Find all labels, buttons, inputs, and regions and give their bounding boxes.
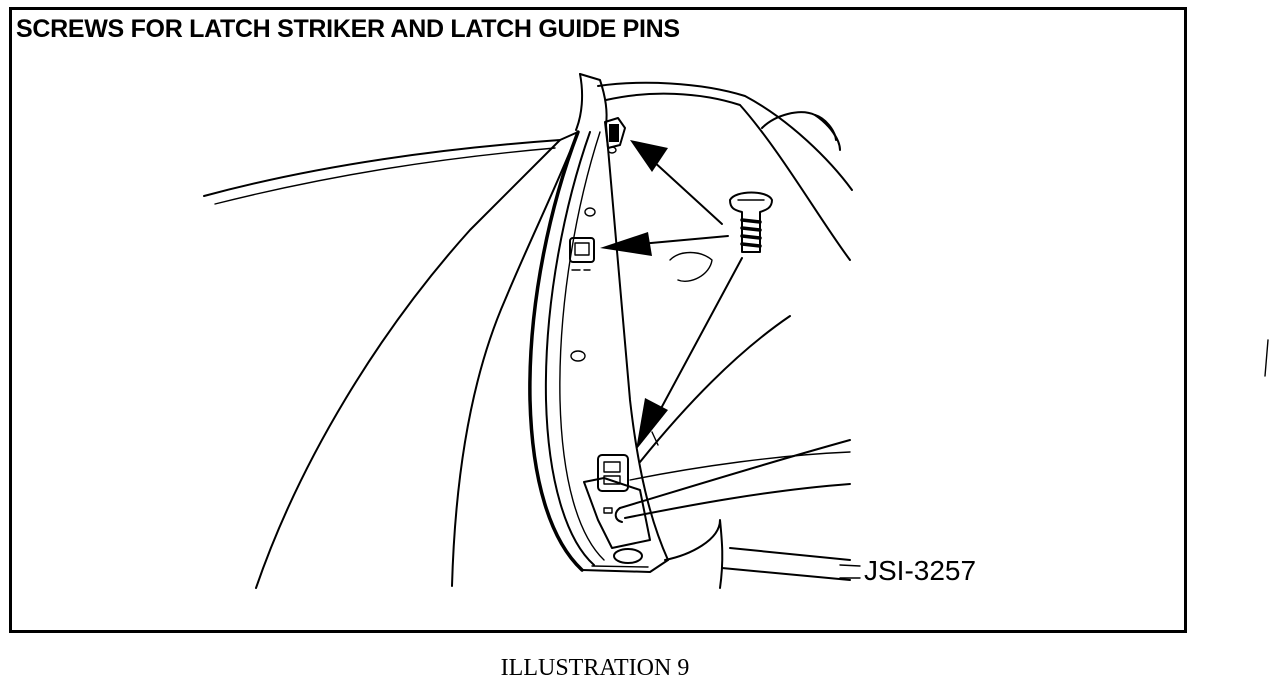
reference-code: JSI-3257 <box>864 555 977 586</box>
arrow-to-lower-pin <box>636 398 668 450</box>
figure-title: SCREWS FOR LATCH STRIKER AND LATCH GUIDE… <box>16 15 680 43</box>
illustration-caption: ILLUSTRATION 9 <box>500 655 690 681</box>
lower-guide-pin <box>583 454 651 564</box>
quarter-panel <box>597 81 853 282</box>
body-contour-lines <box>203 131 579 589</box>
callout-arrows <box>600 140 743 450</box>
screw-icon <box>729 191 773 253</box>
figure-frame <box>9 7 1187 633</box>
arrow-to-striker <box>600 232 652 256</box>
upper-guide-pin <box>604 117 626 149</box>
scan-mark <box>1264 339 1269 377</box>
pillar-holes <box>570 146 617 362</box>
liftgate-edge <box>614 315 851 589</box>
arrow-to-upper-pin <box>630 140 668 172</box>
latch-striker <box>569 237 595 271</box>
reference-leader <box>839 564 861 579</box>
